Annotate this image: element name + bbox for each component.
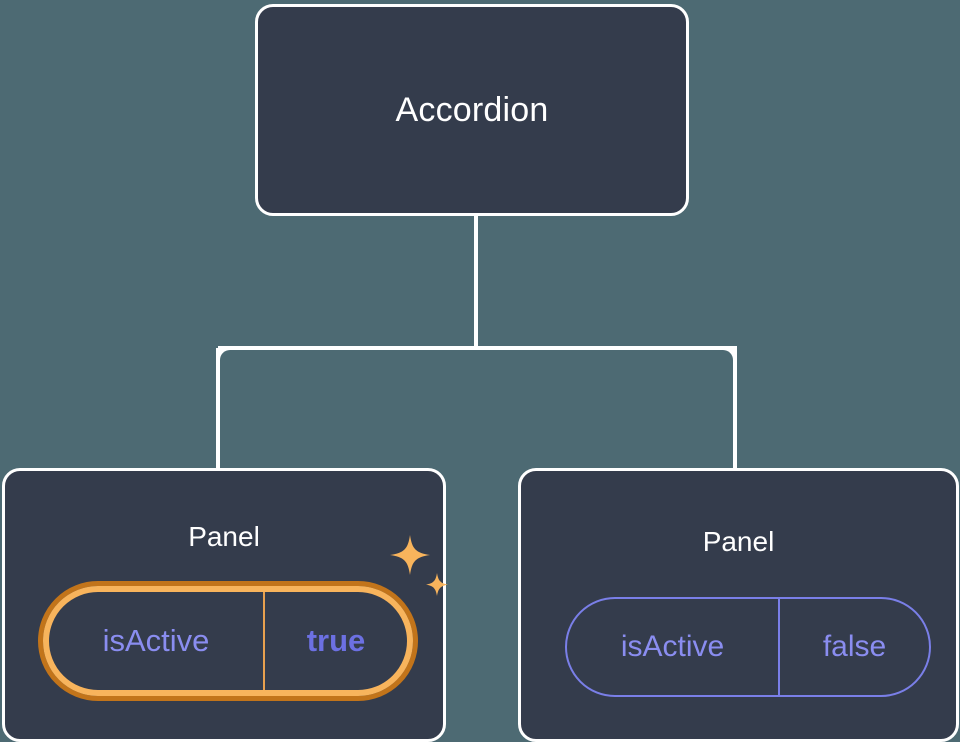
sparkle-small-icon <box>426 573 448 596</box>
node-panel-left-label: Panel <box>188 521 260 552</box>
edge-branch-right <box>733 348 737 470</box>
prop-key-label: isActive <box>102 623 210 658</box>
edge-root-to-bar <box>474 214 478 350</box>
edge-horizontal-bar <box>218 346 737 350</box>
prop-value-label: true <box>306 623 366 658</box>
node-panel-right[interactable]: Panel isActive false <box>518 468 959 742</box>
prop-key-cell: isActive <box>567 599 780 695</box>
edge-branch-left <box>216 348 220 470</box>
node-accordion[interactable]: Accordion <box>255 4 689 216</box>
prop-key-label: isActive <box>620 630 725 663</box>
prop-value-cell: true <box>265 592 407 690</box>
prop-pill-isactive-true[interactable]: isActive true <box>38 581 418 701</box>
node-panel-left[interactable]: Panel isActive true <box>2 468 448 742</box>
prop-pill-isactive-false[interactable]: isActive false <box>565 597 931 697</box>
prop-pill-inner-ring: isActive true <box>43 586 413 696</box>
prop-key-cell: isActive <box>49 592 265 690</box>
node-panel-right-label: Panel <box>702 526 775 557</box>
prop-value-cell: false <box>780 599 929 695</box>
node-accordion-label: Accordion <box>395 90 549 129</box>
prop-value-label: false <box>822 630 887 663</box>
